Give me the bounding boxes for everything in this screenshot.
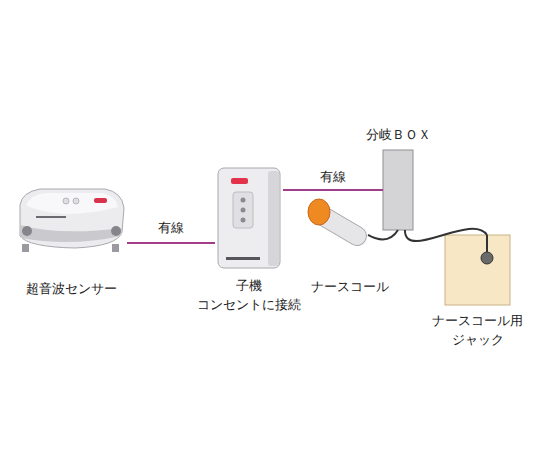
sensor-device	[20, 189, 124, 252]
unit-body	[218, 168, 280, 268]
sensor-leg	[112, 244, 119, 252]
sensor-logo	[94, 198, 107, 203]
call-button	[308, 199, 330, 225]
branch-box	[383, 150, 413, 230]
unit-brand	[226, 257, 260, 260]
device-label: 子機 コンセントに接続	[184, 276, 314, 314]
device-label: 超音波センサー	[5, 279, 137, 298]
jack-plug-wire	[486, 235, 488, 252]
wired-connection	[283, 189, 383, 191]
unit-button	[241, 198, 246, 203]
device-label: ナースコール	[300, 277, 400, 296]
sensor-brand	[36, 216, 66, 218]
sensor-node: 超音波センサー	[15, 185, 127, 250]
unit-button	[241, 218, 246, 223]
cable	[405, 229, 487, 241]
sensor-button	[63, 198, 69, 204]
device-label: 分岐ＢＯＸ	[348, 125, 448, 144]
wired-connection	[127, 242, 215, 244]
sensor-leg	[22, 244, 29, 252]
nurse-call-handset	[308, 199, 357, 236]
jack-plate	[445, 235, 510, 305]
unit-button	[241, 208, 246, 213]
unit-logo	[231, 178, 248, 184]
branch-box-node: 分岐ＢＯＸ	[383, 150, 413, 230]
edge-label: 有線	[320, 169, 346, 185]
jack-socket	[481, 252, 493, 264]
device-label: ナースコール用 ジャック	[420, 311, 535, 349]
jack-node: ナースコール用 ジャック	[445, 235, 510, 305]
sensor-transducer	[111, 226, 121, 236]
cable	[368, 230, 398, 239]
sensor-top	[26, 193, 118, 214]
nurse-call-jack	[445, 235, 510, 305]
unit-side	[268, 171, 279, 266]
unit-panel	[233, 192, 253, 228]
nurse-call-node: ナースコール	[308, 198, 368, 246]
handset-unit-device	[218, 168, 280, 268]
sensor-body	[20, 189, 124, 248]
edge-label: 有線	[158, 220, 184, 236]
sensor-transducer	[22, 226, 32, 236]
sensor-button	[73, 198, 79, 204]
unit-node: 子機 コンセントに接続	[215, 165, 283, 270]
sensor-front	[20, 225, 122, 242]
